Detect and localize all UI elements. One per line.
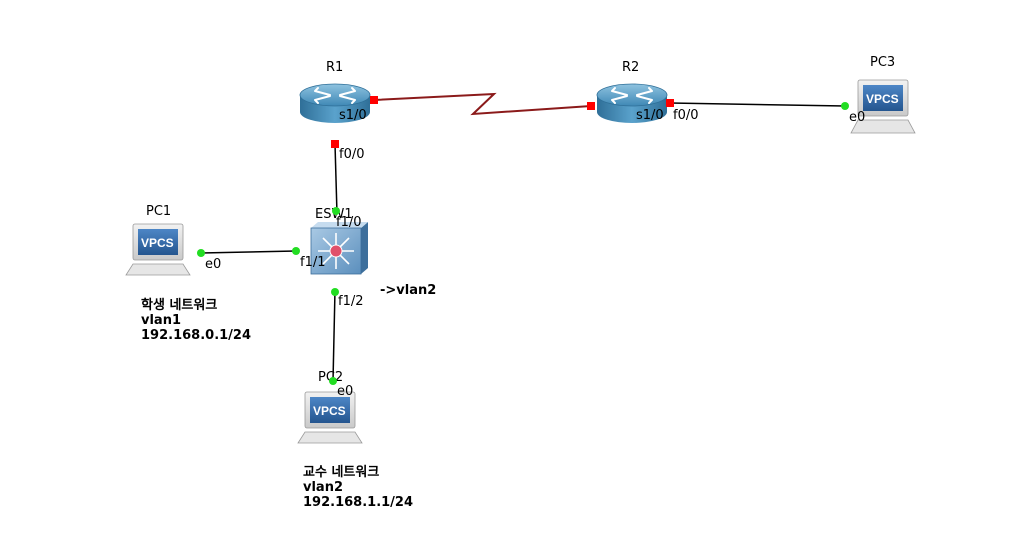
port-esw1-f11-up[interactable] [292,247,300,255]
router-top [299,83,371,107]
vpcs-badge: VPCS [866,92,899,106]
iface-r1-f00: f0/0 [339,147,365,162]
link-pc1-esw1[interactable] [200,250,297,254]
note-pc1-vlan: vlan1 [141,313,181,328]
note-pc2-vlan: vlan2 [303,480,343,495]
router-r2[interactable]: R2 [596,60,668,123]
monitor-screen [863,85,903,111]
iface-r2-s10: s1/0 [636,108,664,123]
vpcs-badge: VPCS [141,236,174,250]
switch-top [311,222,368,228]
pc-pc3-label: PC3 [870,55,895,70]
router-arrows-icon [611,87,653,104]
keyboard-icon [125,263,191,276]
iface-esw1-f12: f1/2 [338,294,364,309]
iface-pc3-e0: e0 [849,110,865,125]
keyboard-icon [850,119,916,134]
port-indicators [197,96,849,385]
switch-esw1-label: ESW1 [315,207,353,222]
router-top [596,83,668,107]
iface-r1-s10: s1/0 [339,108,367,123]
router-r2-label: R2 [622,60,639,75]
annotations: ->vlan2 학생 네트워크 vlan1 192.168.0.1/24 교수 … [141,283,436,510]
port-pc1-e0-up[interactable] [197,249,205,257]
links [200,92,846,382]
pc-pc1[interactable]: VPCS PC1 [125,204,191,276]
link-r1-r2-serial[interactable] [373,92,592,116]
switch-esw1[interactable]: ESW1 [310,207,368,275]
port-pc2-e0-up[interactable] [329,377,337,385]
pc-pc3[interactable]: VPCS PC3 [850,55,916,134]
port-esw1-f10-up[interactable] [332,207,340,215]
monitor-screen [138,229,178,255]
port-r1-s10-down[interactable] [370,96,378,104]
note-esw-vlan: ->vlan2 [380,283,436,298]
iface-r2-f00: f0/0 [673,108,699,123]
note-pc1-ip: 192.168.0.1/24 [141,328,251,343]
link-esw1-pc2[interactable] [332,289,336,382]
interface-labels: s1/0 f0/0 s1/0 f0/0 e0 f1/0 f1/1 f1/2 e0… [205,108,865,399]
router-arrows-icon [314,87,356,104]
port-r1-f00-down[interactable] [331,140,339,148]
router-r1-label: R1 [326,60,343,75]
note-pc2-network: 교수 네트워크 [303,464,379,480]
port-r2-f00-down[interactable] [666,99,674,107]
router-r1[interactable]: R1 [299,60,371,123]
note-pc2-ip: 192.168.1.1/24 [303,495,413,510]
iface-esw1-f10: f1/0 [336,215,362,230]
port-r2-s10-down[interactable] [587,102,595,110]
iface-esw1-f11: f1/1 [300,255,326,270]
iface-pc1-e0: e0 [205,257,221,272]
vpcs-badge: VPCS [313,404,346,418]
switch-core-icon [329,244,343,258]
port-pc3-e0-up[interactable] [841,102,849,110]
pc-pc2[interactable]: VPCS PC2 [297,370,363,444]
note-pc1-network: 학생 네트워크 [141,297,217,313]
switch-side [361,222,368,274]
pc-pc1-label: PC1 [146,204,171,219]
keyboard-icon [297,431,363,444]
link-r2-pc3[interactable] [669,102,846,107]
port-esw1-f12-up[interactable] [331,288,339,296]
link-r1-esw1[interactable] [334,143,338,215]
iface-pc2-e0: e0 [337,384,353,399]
monitor-screen [310,397,350,423]
